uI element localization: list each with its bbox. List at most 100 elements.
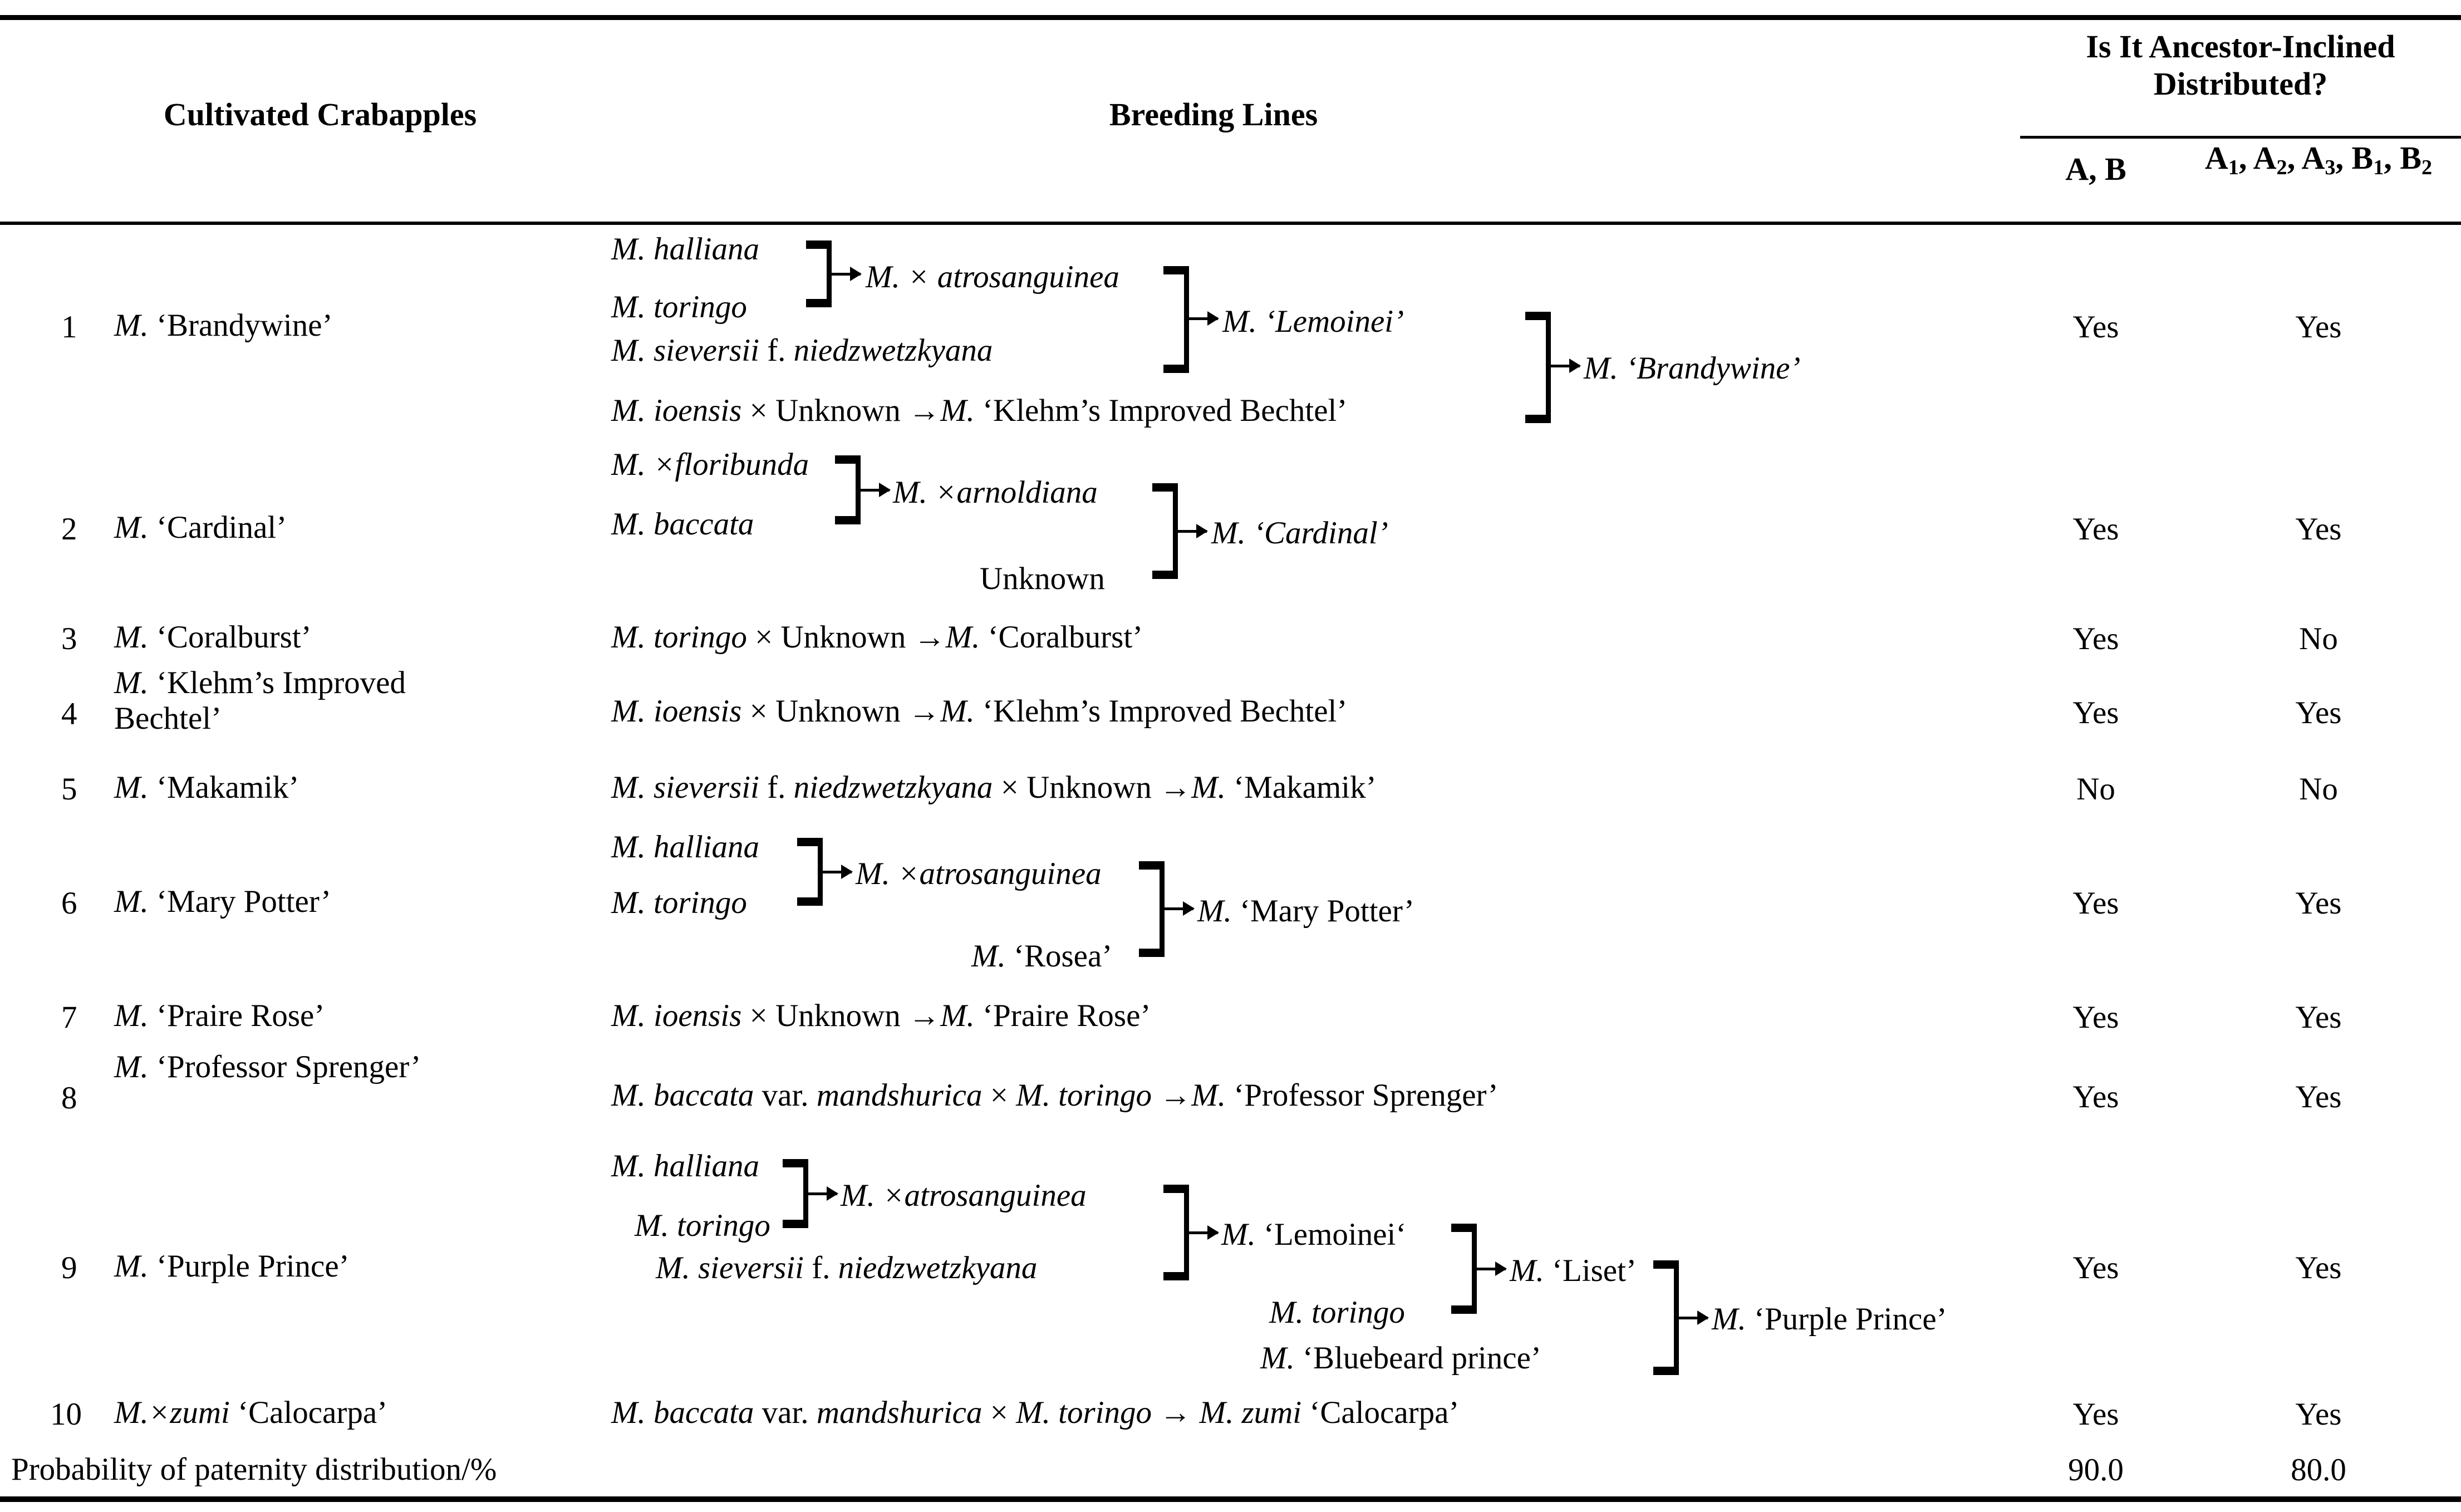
pedigree-arrow (1679, 1310, 1709, 1325)
cultivar-name-cell: M. ‘Brandywine’ (114, 308, 333, 343)
pedigree-bracket (806, 240, 832, 307)
pedigree-arrow (1189, 1225, 1219, 1240)
pedigree-node: M. ioensis × Unknown →M. ‘Klehm’s Improv… (611, 393, 1348, 428)
answer-a123: No (2299, 772, 2338, 807)
pedigree-arrow (1165, 901, 1195, 916)
answer-a123: Yes (2295, 512, 2342, 547)
table-top-rule (0, 15, 2461, 20)
answer-a123: Yes (2295, 1250, 2342, 1285)
pedigree-node: M. ‘Lemoinei‘ (1221, 1217, 1407, 1252)
pedigree-node: M. ‘Cardinal’ (1211, 516, 1388, 551)
row-number: 10 (50, 1397, 82, 1432)
answer-ab: Yes (2072, 695, 2119, 730)
answer-ab: Yes (2072, 310, 2119, 345)
answer-a123: Yes (2295, 310, 2342, 345)
footer-label: Probability of paternity distribution/% (11, 1452, 497, 1487)
pedigree-arrow (832, 267, 862, 281)
pedigree-arrow (823, 865, 853, 879)
row-number: 4 (61, 696, 77, 732)
row-number: 5 (61, 772, 77, 807)
column-header-cultivated-crabapples: Cultivated Crabapples (163, 96, 477, 132)
answer-ab: Yes (2072, 886, 2119, 921)
breeding-line: M. ioensis × Unknown →M. ‘Praire Rose’ (611, 998, 1151, 1033)
pedigree-node: M. ×atrosanguinea (856, 856, 1102, 891)
row-number: 8 (61, 1081, 77, 1116)
pedigree-node: M. ‘Purple Prince’ (1712, 1302, 1947, 1337)
footer-value-a123: 80.0 (2291, 1452, 2346, 1488)
pedigree-bracket (797, 838, 823, 906)
pedigree-bracket (1653, 1260, 1679, 1375)
row-number: 1 (61, 310, 77, 345)
cultivar-name-cell: M. ‘Klehm’s Improved Bechtel’ (114, 665, 406, 736)
pedigree-bracket (1152, 483, 1178, 579)
pedigree-bracket (1525, 312, 1551, 423)
footer-value-ab: 90.0 (2068, 1452, 2124, 1488)
column-header-ab: A, B (2065, 151, 2126, 187)
pedigree-node: M. toringo (635, 1208, 770, 1243)
column-header-a1-a2-a3-b1-b2: A1, A2, A3, B1, B2 (2204, 140, 2433, 179)
pedigree-node: M. ‘Mary Potter’ (1197, 894, 1414, 929)
answer-ab: Yes (2072, 512, 2119, 547)
pedigree-arrow (1178, 524, 1208, 538)
breeding-line: M. baccata var. mandshurica × M. toringo… (611, 1078, 1499, 1113)
breeding-line: M. ioensis × Unknown →M. ‘Klehm’s Improv… (611, 694, 1348, 729)
pedigree-arrow (808, 1186, 838, 1201)
pedigree-node: Unknown (980, 561, 1105, 596)
cultivar-name-cell: M. ‘Cardinal’ (114, 510, 287, 545)
answer-ab: Yes (2072, 1397, 2119, 1432)
pedigree-arrow (1551, 359, 1581, 373)
pedigree-node: M. × atrosanguinea (866, 259, 1119, 294)
answer-a123: Yes (2295, 695, 2342, 730)
pedigree-node: M. halliana (611, 232, 759, 267)
table-bottom-rule (0, 1496, 2461, 1502)
pedigree-bracket (783, 1159, 808, 1228)
pedigree-node: M. sieversii f. niedzwetzkyana (656, 1250, 1038, 1285)
pedigree-node: M. ‘Rosea’ (971, 939, 1113, 974)
pedigree-node: M. sieversii f. niedzwetzkyana (611, 333, 993, 368)
pedigree-bracket (1139, 861, 1165, 957)
row-number: 9 (61, 1250, 77, 1285)
answer-a123: Yes (2295, 1000, 2342, 1035)
breeding-line: M. toringo × Unknown →M. ‘Coralburst’ (611, 620, 1143, 655)
subheader-rule (2020, 136, 2461, 139)
pedigree-arrow (861, 483, 891, 497)
answer-ab: Yes (2072, 621, 2119, 656)
pedigree-node: M. ‘Bluebeard prince’ (1260, 1341, 1541, 1376)
pedigree-bracket (835, 455, 861, 524)
row-number: 6 (61, 886, 77, 921)
column-header-breeding-lines: Breeding Lines (1109, 96, 1318, 132)
row-number: 3 (61, 621, 77, 656)
pedigree-node: M. halliana (611, 829, 759, 865)
answer-a123: Yes (2295, 886, 2342, 921)
answer-a123: No (2299, 621, 2338, 656)
pedigree-bracket (1163, 266, 1189, 373)
pedigree-node: M. toringo (611, 885, 747, 920)
cultivar-name-cell: M. ‘Professor Sprenger’ (114, 1049, 421, 1084)
pedigree-arrow (1189, 311, 1219, 326)
cultivar-name-cell: M. ‘Coralburst’ (114, 620, 312, 655)
cultivar-name-cell: M. ‘Mary Potter’ (114, 884, 331, 919)
answer-ab: Yes (2072, 1079, 2119, 1115)
breeding-line: M. baccata var. mandshurica × M. toringo… (611, 1395, 1460, 1430)
cultivar-name-cell: M. ‘Praire Rose’ (114, 998, 325, 1033)
pedigree-node: M. ×arnoldiana (893, 475, 1098, 510)
pedigree-node: M. ‘Lemoinei’ (1222, 304, 1404, 339)
breeding-line: M. sieversii f. niedzwetzkyana × Unknown… (611, 770, 1377, 805)
pedigree-bracket (1163, 1185, 1189, 1280)
pedigree-node: M. ‘Brandywine’ (1584, 351, 1801, 386)
row-number: 2 (61, 512, 77, 547)
pedigree-node: M. ‘Liset’ (1510, 1253, 1637, 1288)
pedigree-node: M. toringo (611, 289, 747, 325)
answer-ab: Yes (2072, 1250, 2119, 1285)
row-number: 7 (61, 1000, 77, 1035)
pedigree-arrow (1477, 1261, 1507, 1276)
answer-a123: Yes (2295, 1397, 2342, 1432)
pedigree-node: M. ×atrosanguinea (841, 1178, 1087, 1213)
cultivar-name-cell: M. ‘Makamik’ (114, 770, 299, 805)
cultivar-name-cell: M. ‘Purple Prince’ (114, 1249, 350, 1284)
pedigree-node: M. ×floribunda (611, 447, 809, 482)
cultivar-name-cell: M.×zumi ‘Calocarpa’ (114, 1395, 388, 1430)
answer-a123: Yes (2295, 1079, 2342, 1115)
pedigree-bracket (1451, 1224, 1477, 1314)
pedigree-node: M. toringo (1269, 1295, 1405, 1330)
